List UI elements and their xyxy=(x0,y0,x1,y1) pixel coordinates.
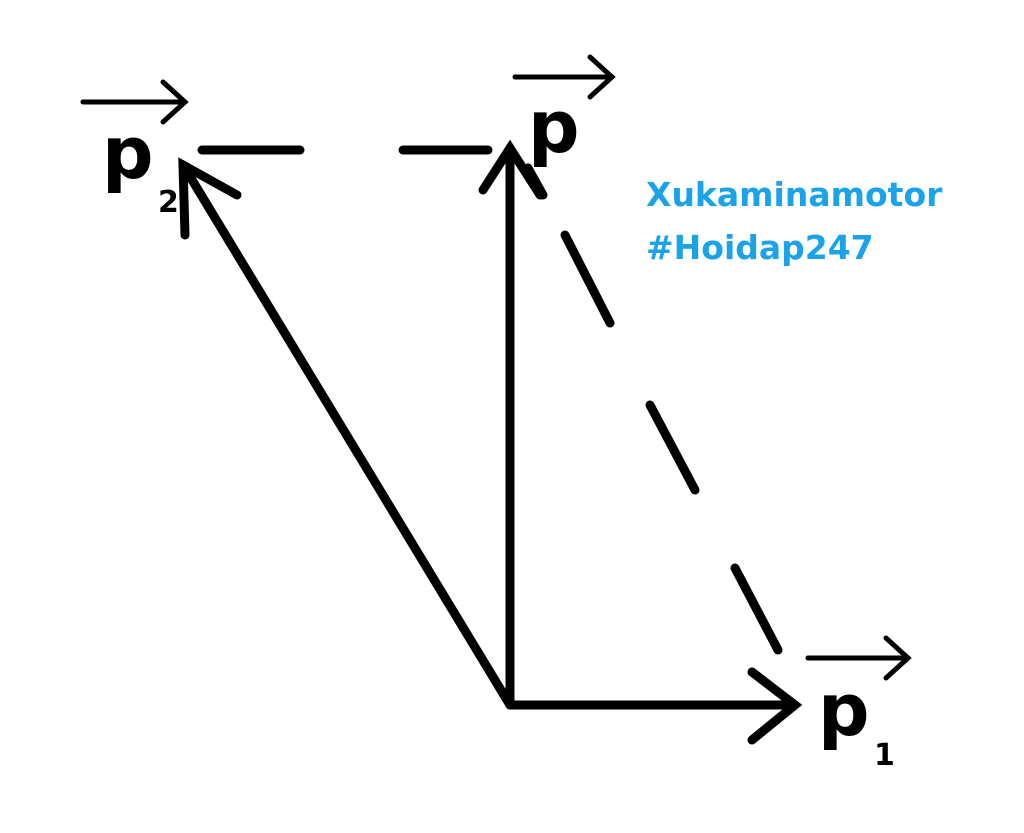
vector-p1 xyxy=(505,667,803,745)
arrow-over-p2 xyxy=(80,79,189,125)
label-p2-subscript: 2 xyxy=(158,185,179,220)
dashed-line-diagonal xyxy=(523,163,783,655)
label-p: p xyxy=(528,85,580,169)
label-p1-subscript: 1 xyxy=(874,738,895,773)
arrow-over-p xyxy=(512,54,616,100)
vector-p2 xyxy=(178,157,515,710)
label-p1: p xyxy=(818,668,870,752)
arrow-over-p1 xyxy=(805,635,912,681)
vector-p xyxy=(478,139,545,710)
watermark-line1: Xukaminamotor xyxy=(646,175,943,214)
watermark-line2: #Hoidap247 xyxy=(646,228,874,267)
label-arrows xyxy=(80,54,912,681)
label-p2: p xyxy=(102,111,154,195)
